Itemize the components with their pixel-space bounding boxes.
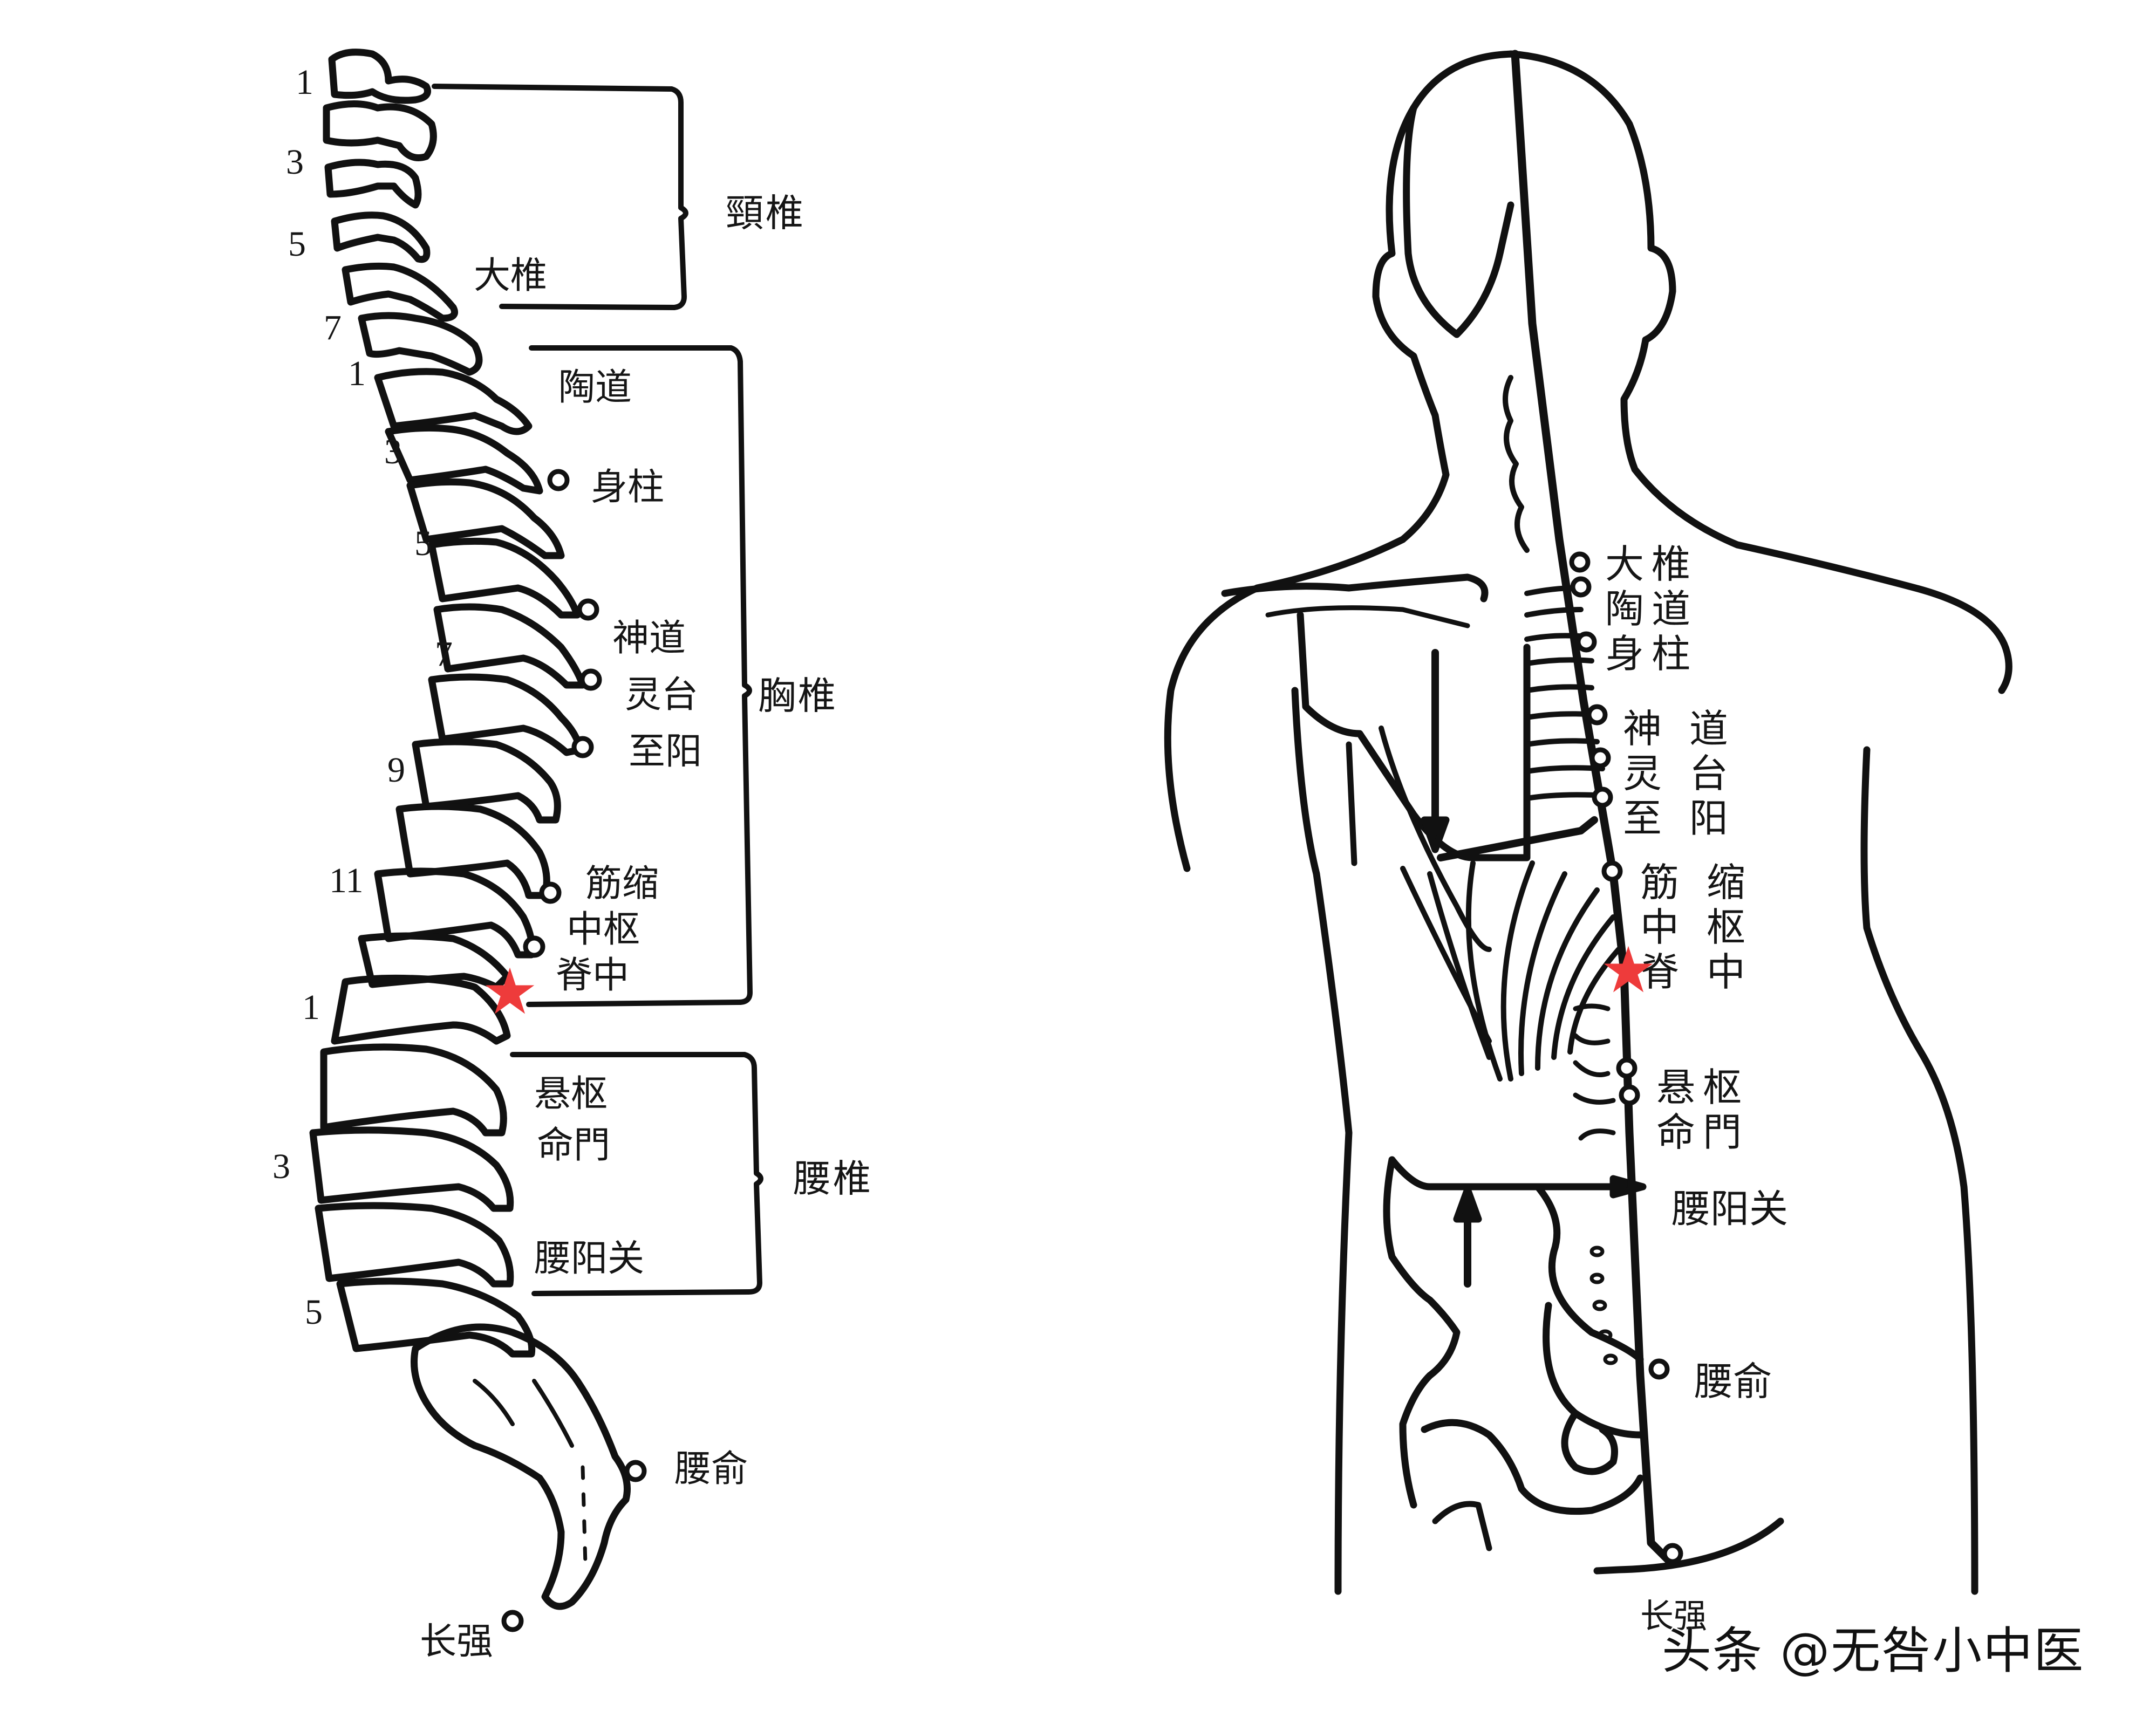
acupoint-label-taodao: 陶道 <box>558 366 632 409</box>
lateral-spine-drawing <box>309 49 631 1610</box>
vertebra-number: 3 <box>272 1147 290 1186</box>
acupoint-label-yaoyangguan: 腰阳关 <box>534 1237 645 1280</box>
region-label-thoracic: 胸椎 <box>758 674 838 718</box>
vertebra-number: 7 <box>435 634 453 674</box>
governor-vessel-line <box>1511 50 1674 1566</box>
acupoint-label-shenzhu: 身柱 <box>591 466 665 509</box>
acupoint-label-changqiang: 长强 <box>420 1620 494 1663</box>
acupoint-label-lingtai: 灵台 <box>625 674 699 716</box>
vertebra-number: 1 <box>302 988 320 1027</box>
vertebra-number: 5 <box>414 524 432 563</box>
vertebra-number: 3 <box>286 142 304 182</box>
posterior-body-drawing <box>1164 50 2012 1595</box>
acupoint-group-lower-thoracic: 筋 缩 中 枢 脊 中 <box>1640 860 1753 995</box>
acupoint-label-yaoyangguan-right: 腰阳关 <box>1671 1186 1789 1232</box>
acupoint-label-mingmen: 命門 <box>537 1124 611 1167</box>
vertebra-number: 5 <box>288 224 306 264</box>
acupoint-group-lumbar: 悬枢 命門 <box>1656 1065 1750 1155</box>
vertebra-number: 5 <box>305 1292 323 1332</box>
region-label-cervical: 頸椎 <box>726 191 806 235</box>
region-label-lumbar: 腰椎 <box>793 1157 873 1201</box>
vertebra-number: 1 <box>348 354 366 393</box>
vertebra-number: 1 <box>296 63 313 102</box>
acupoint-label-xuanshu: 悬枢 <box>534 1073 608 1116</box>
acupoint-label-jinsuo: 筋缩 <box>585 863 659 905</box>
vertebra-number: 3 <box>384 432 402 471</box>
acupoint-label-yaoshu: 腰俞 <box>674 1448 748 1490</box>
vertebra-number: 9 <box>387 750 405 790</box>
vertebra-number: 7 <box>324 308 342 347</box>
acupoint-label-changqiang-right: 长强 <box>1640 1596 1708 1636</box>
acupoint-label-zhongshu: 中枢 <box>567 908 640 951</box>
region-brackets <box>432 84 763 1296</box>
watermark: 头条 @无咎小中医 <box>1662 1622 2085 1680</box>
acupoint-group-upper: 大椎 陶道 身柱 <box>1605 542 1698 676</box>
left-acupoint-markers <box>501 469 647 1632</box>
right-acupoint-markers <box>1569 551 1683 1564</box>
acupoint-label-zhiyang: 至阳 <box>629 730 702 773</box>
highlight-star-icon: ★ <box>481 954 538 1029</box>
acupoint-label-yaoshu-right: 腰俞 <box>1694 1359 1772 1404</box>
highlight-star-icon: ★ <box>1600 933 1657 1007</box>
acupoint-label-dazhui: 大椎 <box>474 255 548 297</box>
vertebra-number: 11 <box>329 861 364 900</box>
acupoint-label-shendao: 神道 <box>612 617 686 660</box>
acupoint-label-jizhong: 脊中 <box>556 954 630 997</box>
acupoint-group-middle: 神 道 灵 台 至 阳 <box>1623 706 1736 841</box>
